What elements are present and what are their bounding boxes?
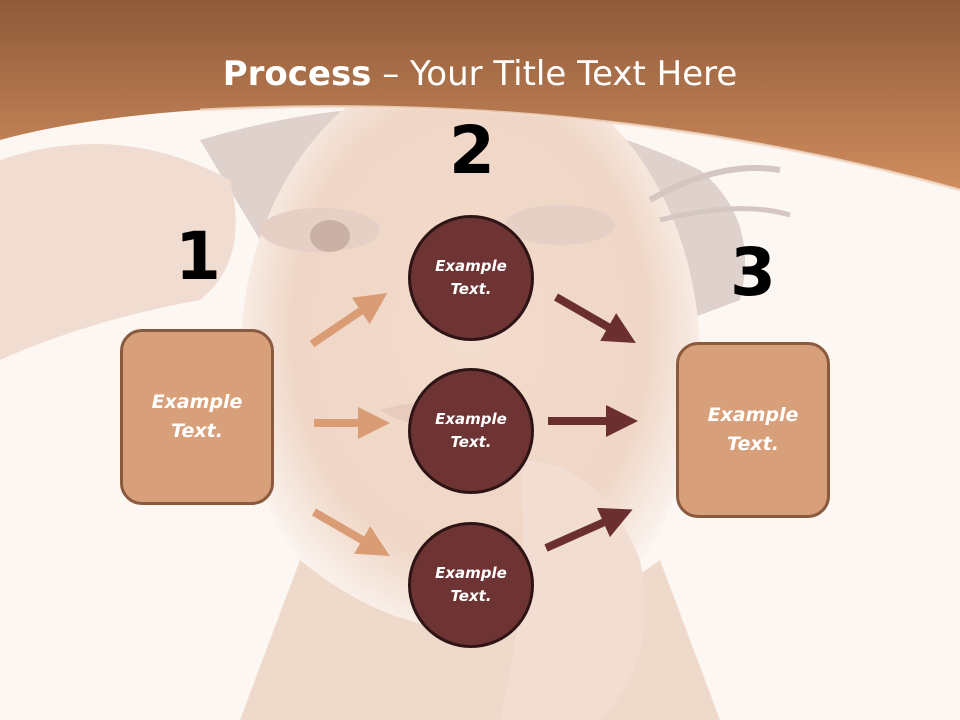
circle-bottom-text: Example Text. [435,564,507,605]
header-band [0,0,960,192]
page-title: Process – Your Title Text Here [0,54,960,94]
step-number-3: 3 [730,234,776,311]
circle-top-text: Example Text. [435,257,507,298]
step-3-text: Example Text. [707,404,799,455]
circle-middle-text: Example Text. [435,410,507,451]
step-3-box: Example Text. [676,342,830,518]
circle-top: Example Text. [408,215,534,341]
step-number-1: 1 [175,218,221,295]
title-bold: Process [222,54,372,94]
step-1-box: Example Text. [120,329,274,505]
step-number-2: 2 [449,112,495,189]
circle-bottom: Example Text. [408,522,534,648]
circle-middle: Example Text. [408,368,534,494]
step-1-text: Example Text. [151,391,243,442]
title-rest: – Your Title Text Here [371,54,738,94]
